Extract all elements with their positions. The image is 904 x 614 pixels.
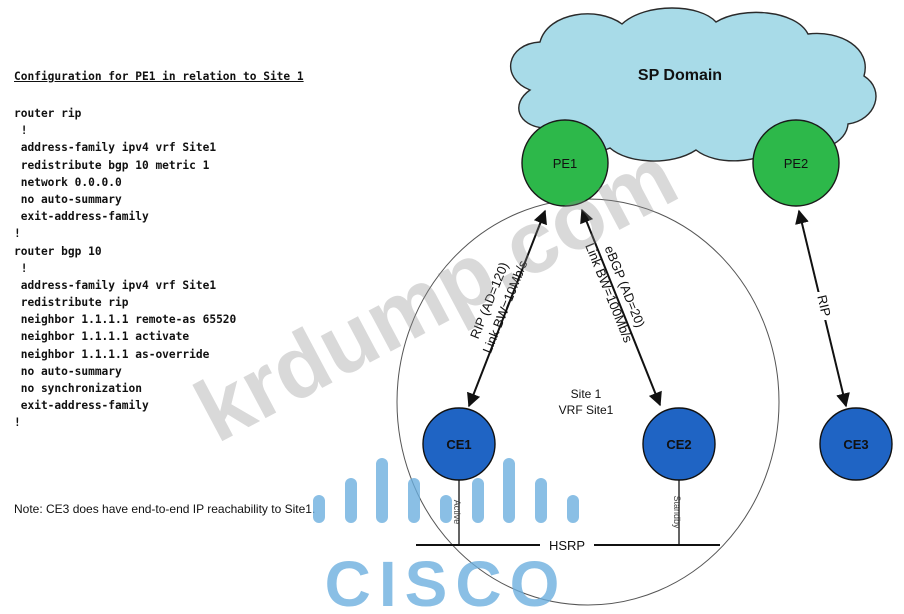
svg-text:CE3: CE3: [843, 437, 868, 452]
config-line: network 0.0.0.0: [14, 175, 122, 189]
svg-text:CE1: CE1: [446, 437, 471, 452]
config-line: address-family ipv4 vrf Site1: [14, 278, 217, 292]
config-line: router bgp 10: [14, 244, 102, 258]
config-line: !: [14, 261, 28, 275]
config-line: redistribute bgp 10 metric 1: [14, 158, 210, 172]
config-line: no auto-summary: [14, 364, 122, 378]
hsrp-label-bg: [540, 537, 594, 553]
hsrp-label: HSRP: [549, 538, 585, 553]
pe2-node: PE2: [752, 119, 840, 207]
config-line: router rip: [14, 107, 82, 120]
cloud-label: SP Domain: [638, 67, 722, 84]
config-line: exit-address-family: [14, 399, 149, 413]
svg-text:PE2: PE2: [784, 156, 809, 171]
svg-text:CISCO: CISCO: [325, 548, 568, 614]
config-block: Configuration for PE1 in relation to Sit…: [14, 70, 304, 432]
ce2-role: Standby: [672, 495, 682, 529]
config-line: no auto-summary: [14, 192, 122, 206]
config-title: Configuration for PE1 in relation to Sit…: [14, 70, 304, 83]
config-line: address-family ipv4 vrf Site1: [14, 141, 217, 155]
ce3-node: CE3: [819, 407, 893, 481]
config-line: !: [14, 227, 21, 241]
link-pe1-ce2: [580, 208, 662, 407]
config-line: !: [14, 416, 21, 430]
link-pe1-ce1: [467, 209, 547, 408]
ce1-role: Active: [452, 500, 462, 525]
config-line: no synchronization: [14, 382, 142, 395]
ce1-node: CE1: [422, 407, 496, 481]
rip-label-bg: [814, 292, 832, 320]
site-label: Site 1: [571, 387, 602, 401]
pe1-node: PE1: [521, 119, 609, 207]
svg-text:CE2: CE2: [666, 437, 691, 452]
note-text: Note: CE3 does have end-to-end IP reacha…: [14, 502, 316, 516]
label-rip-pe2: RIP: [814, 294, 833, 318]
cisco-logo-watermark: CISCO: [313, 458, 579, 614]
config-line: redistribute rip: [14, 296, 129, 310]
config-line: neighbor 1.1.1.1 activate: [14, 330, 190, 344]
ce2-node: CE2: [642, 407, 716, 481]
config-line: !: [14, 124, 28, 138]
svg-text:PE1: PE1: [553, 156, 578, 171]
vrf-label: VRF Site1: [559, 403, 614, 417]
config-line: exit-address-family: [14, 210, 149, 224]
config-line: neighbor 1.1.1.1 as-override: [14, 347, 210, 361]
config-line: neighbor 1.1.1.1 remote-as 65520: [14, 313, 237, 327]
